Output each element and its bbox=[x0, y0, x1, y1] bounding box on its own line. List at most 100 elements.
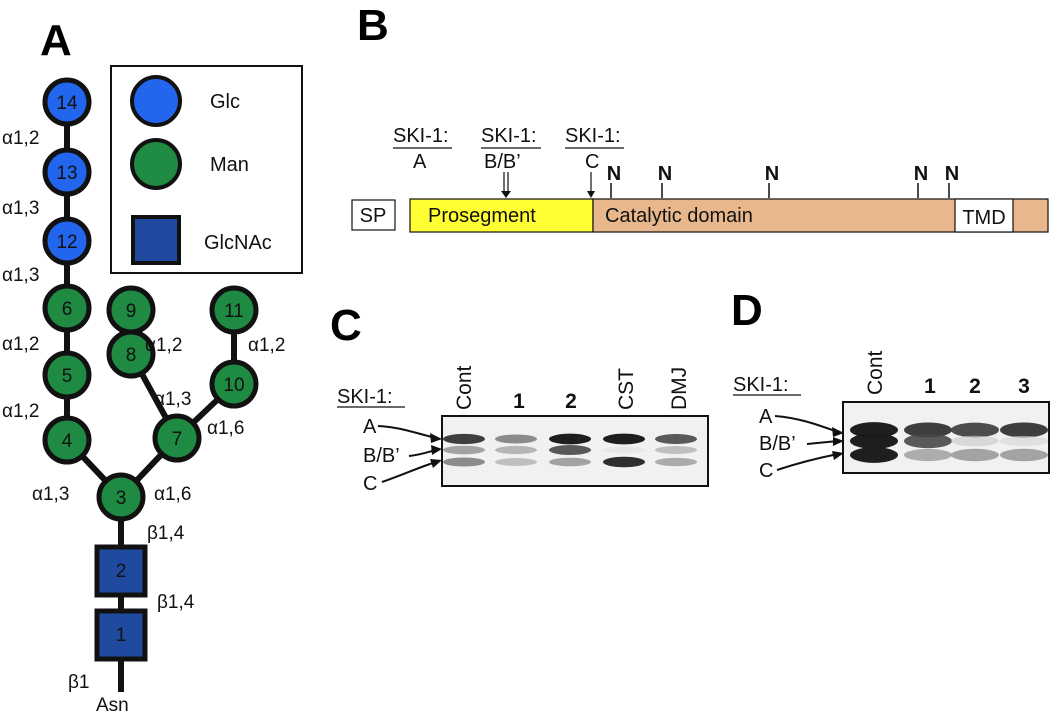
linkage-label: α1,2 bbox=[2, 128, 39, 149]
man-circle-11 bbox=[209, 285, 259, 335]
panel-label-a: A bbox=[40, 16, 72, 65]
residue-number-3: 3 bbox=[116, 488, 127, 509]
blot-c-band bbox=[655, 457, 697, 467]
glc-circle-12 bbox=[42, 216, 92, 266]
linkage-label: β1 bbox=[68, 672, 90, 693]
blot-c-band-label: A bbox=[363, 416, 377, 438]
site-c-label: C bbox=[585, 151, 599, 173]
linkage-label: α1,6 bbox=[207, 418, 244, 439]
asn-label: Asn bbox=[96, 695, 129, 714]
blot-c-arrows bbox=[377, 425, 442, 483]
linkage-label: α1,2 bbox=[2, 401, 39, 422]
tmd-box bbox=[954, 198, 1014, 233]
blot-d-band bbox=[1000, 422, 1048, 438]
site-a-header: SKI-1: bbox=[393, 125, 449, 147]
blot-d-band bbox=[850, 433, 898, 449]
man-circle-10 bbox=[209, 359, 259, 409]
man-circle-6 bbox=[42, 283, 92, 333]
n-site-label: N bbox=[607, 163, 621, 185]
blot-c-frame bbox=[441, 415, 709, 487]
sp-label: SP bbox=[360, 205, 387, 227]
man-circle-4 bbox=[42, 415, 92, 465]
residue-number-10: 10 bbox=[223, 375, 244, 396]
blot-c-band bbox=[495, 458, 537, 466]
blot-c-band bbox=[549, 433, 591, 445]
linkage-label: α1,2 bbox=[145, 335, 182, 356]
blot-d-band bbox=[1000, 435, 1048, 447]
blot-c-band bbox=[549, 445, 591, 455]
man-circle-5 bbox=[42, 350, 92, 400]
blot-c-band-label: B/B’ bbox=[363, 445, 400, 467]
site-c-arrow-head bbox=[587, 191, 595, 198]
site-b-header: SKI-1: bbox=[481, 125, 537, 147]
blot-c-arrow-a bbox=[377, 425, 437, 439]
residue-number-8: 8 bbox=[126, 345, 137, 366]
blot-c-band bbox=[655, 434, 697, 444]
blot-d-band-label: A bbox=[759, 406, 773, 428]
blot-d-band bbox=[904, 448, 952, 462]
blot-d-band bbox=[951, 435, 999, 447]
blot-d-band-labels: A B/B’ C bbox=[759, 406, 796, 482]
glcnac-square-2 bbox=[94, 544, 148, 598]
n-site: N bbox=[945, 163, 959, 198]
residue-number-4: 4 bbox=[62, 431, 73, 452]
blot-d-arrow-a bbox=[774, 415, 839, 433]
blot-d-band bbox=[850, 422, 898, 438]
site-a-label: A bbox=[413, 151, 427, 173]
blot-c-lane-label: 1 bbox=[513, 390, 525, 413]
blot-c bbox=[441, 415, 709, 487]
legend-glc-label: Glc bbox=[210, 91, 240, 113]
blot-c-lane-label: DMJ bbox=[668, 367, 691, 410]
blot-d-band bbox=[850, 447, 898, 463]
residue-number-11: 11 bbox=[224, 301, 244, 322]
cleavage-site-a: SKI-1: A bbox=[393, 125, 452, 173]
blot-d-band bbox=[951, 448, 999, 462]
man-circle-9 bbox=[106, 285, 156, 335]
site-b-arrow-head bbox=[501, 191, 511, 198]
blot-c-band bbox=[495, 434, 537, 444]
glc-circle-14 bbox=[42, 77, 92, 127]
blot-c-band bbox=[603, 433, 645, 445]
n-site: N bbox=[607, 163, 621, 198]
blot-d-lane-label: 2 bbox=[969, 375, 981, 398]
blot-d-lane-label: Cont bbox=[864, 350, 887, 395]
blot-d-band-label: B/B’ bbox=[759, 433, 796, 455]
blot-c-band bbox=[443, 445, 485, 455]
panel-label-b: B bbox=[357, 1, 389, 50]
blot-d-band bbox=[1000, 448, 1048, 462]
blot-c-band bbox=[603, 446, 645, 454]
man-circle-3 bbox=[96, 472, 146, 522]
blot-d-arrows bbox=[774, 415, 844, 471]
residue-number-2: 2 bbox=[116, 561, 127, 582]
blot-c-header: SKI-1: bbox=[337, 386, 393, 408]
linkage-label: α1,3 bbox=[154, 389, 191, 410]
cleavage-site-c: SKI-1: C bbox=[565, 125, 624, 198]
blot-d-bands bbox=[850, 422, 1048, 463]
blot-c-band-labels: A B/B’ C bbox=[363, 416, 400, 495]
residue-number-6: 6 bbox=[62, 299, 73, 320]
linkage-label: α1,3 bbox=[2, 265, 39, 286]
residue-number-14: 14 bbox=[56, 93, 78, 114]
legend: Glc Man GlcNAc bbox=[110, 65, 303, 274]
blot-c-arrowhead bbox=[430, 433, 442, 443]
linkage-label: α1,3 bbox=[2, 198, 39, 219]
blot-c-band bbox=[443, 433, 485, 445]
legend-man-label: Man bbox=[210, 154, 249, 176]
blot-c-band bbox=[443, 457, 485, 467]
n-site: N bbox=[914, 163, 928, 198]
blot-c-band-label: C bbox=[363, 473, 377, 495]
blot-c-band bbox=[655, 446, 697, 454]
n-site-label: N bbox=[945, 163, 959, 185]
residue-number-9: 9 bbox=[126, 301, 137, 322]
blot-d-arrowhead bbox=[832, 451, 844, 460]
linkage-label: α1,2 bbox=[248, 335, 285, 356]
tmd-label: TMD bbox=[962, 207, 1005, 229]
man-circle-7 bbox=[152, 413, 202, 463]
panel-label-c: C bbox=[330, 301, 362, 350]
blot-c-arrowhead bbox=[430, 459, 442, 468]
blot-d-frame bbox=[842, 401, 1050, 474]
panel-label-d: D bbox=[731, 286, 763, 335]
legend-glcnac-icon bbox=[131, 215, 181, 265]
blot-d-arrow-c bbox=[776, 453, 839, 471]
